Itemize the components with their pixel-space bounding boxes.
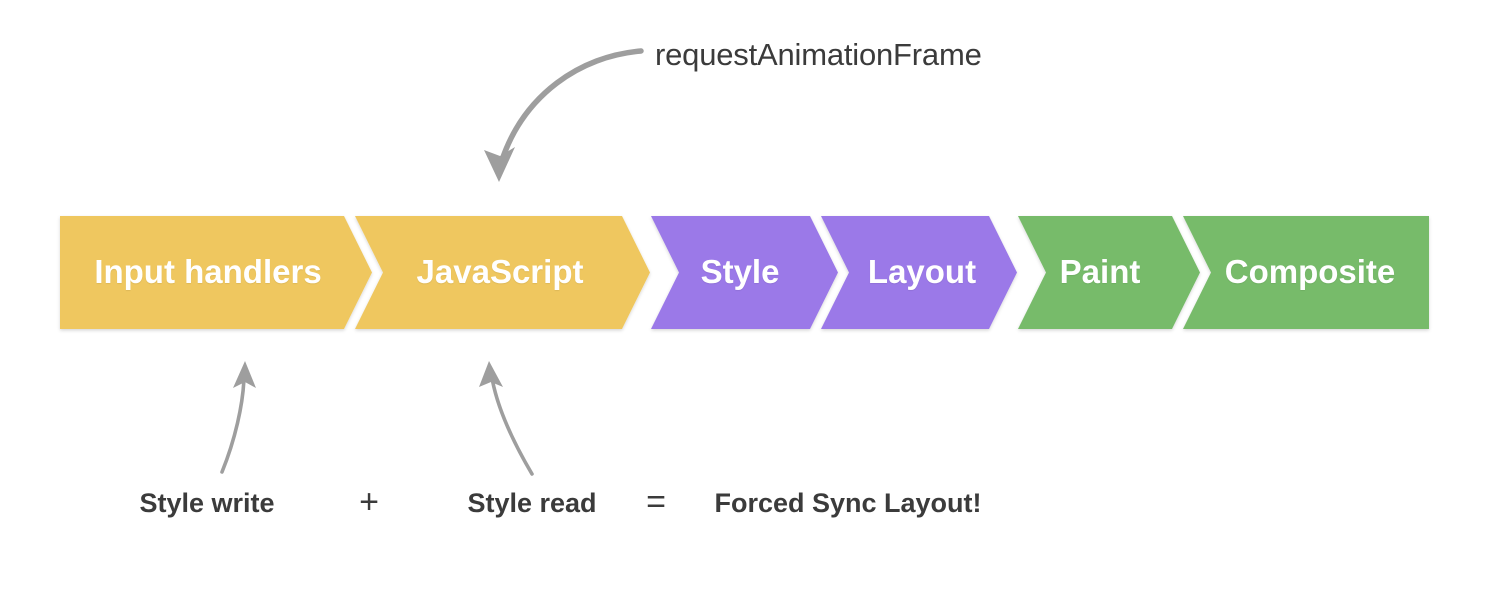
equation-term-style-read: Style read — [467, 488, 597, 518]
pipeline-segment-style[interactable] — [651, 216, 838, 329]
pipeline-segment-composite[interactable] — [1183, 216, 1429, 329]
pipeline-label-javascript: JavaScript — [416, 253, 584, 290]
pipeline-segment-input-handlers[interactable] — [60, 216, 372, 329]
equation-result-forced-sync-layout: Forced Sync Layout! — [714, 488, 982, 518]
request-animation-frame-label: requestAnimationFrame — [655, 37, 982, 72]
pipeline-segment-paint[interactable] — [1018, 216, 1200, 329]
equation-term-style-write: Style write — [139, 488, 275, 518]
pipeline-segment-javascript[interactable] — [355, 216, 650, 329]
pipeline-label-style: Style — [700, 253, 780, 290]
pipeline-label-layout: Layout — [867, 253, 977, 290]
equation-operator-plus: + — [359, 483, 379, 521]
pipeline-label-input-handlers: Input handlers — [94, 253, 322, 290]
equation-operator-equals: = — [646, 483, 666, 521]
pipeline-label-paint: Paint — [1059, 253, 1141, 290]
pipeline-segment-layout[interactable] — [821, 216, 1017, 329]
pipeline-label-composite: Composite — [1224, 253, 1396, 290]
